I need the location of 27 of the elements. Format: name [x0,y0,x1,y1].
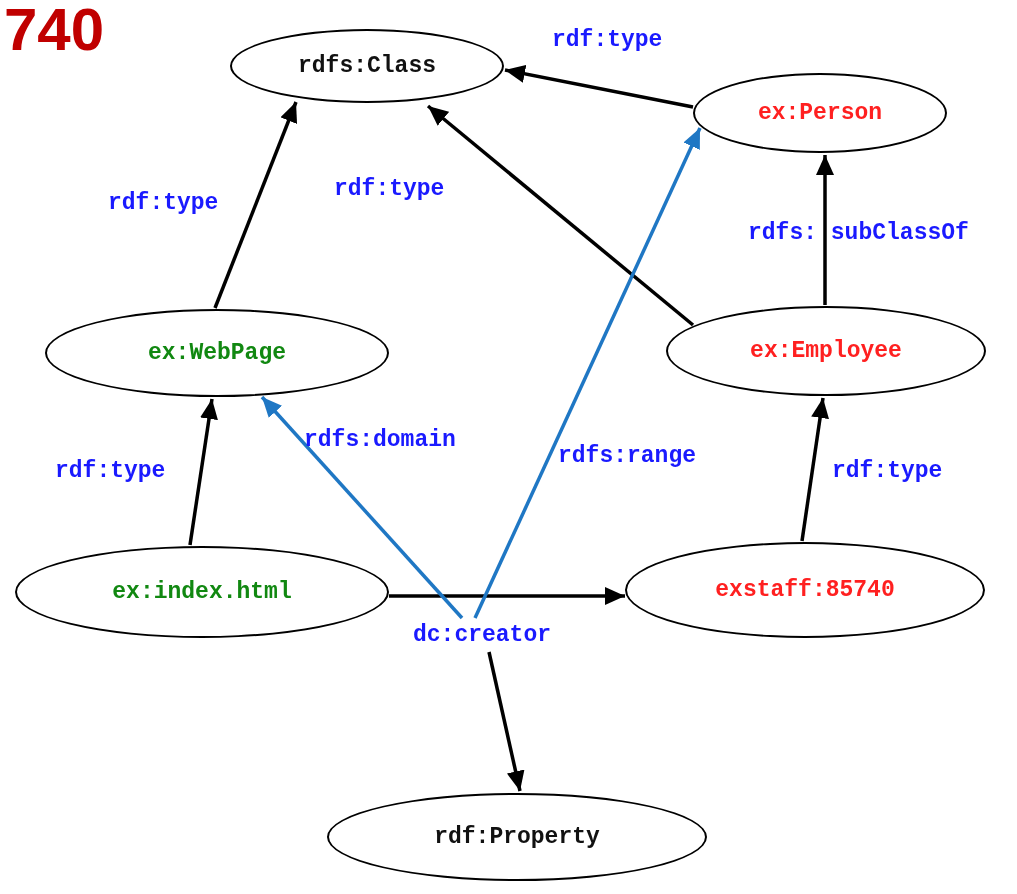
edge-label: rdf:type [552,26,663,54]
arrow [188,398,218,546]
edge-label: rdfs:domain [304,426,456,454]
arrow [213,101,298,309]
node-text: ex:Person [757,99,883,127]
arrow [389,587,625,605]
page-number: 740 [4,0,105,65]
edge-label: rdfs:range [558,442,697,470]
edge-label: rdfs: subClassOf [748,219,969,247]
edge-label: rdf:type [334,175,445,203]
arrow [473,127,702,619]
node-text: rdfs:Class [298,52,436,80]
arrow [426,104,695,327]
arrow [487,651,525,792]
node-text: ex:WebPage [148,339,286,367]
edge-label: rdf:type [108,189,219,217]
arrow [260,395,464,620]
node-text: dc:creator [413,621,551,649]
arrow [816,155,834,305]
node-text: rdf:Property [434,823,600,851]
edge-label: rdf:type [55,457,166,485]
node-text: ex:index.html [112,578,292,606]
node-text: exstaff:85740 [715,576,895,604]
arrow [504,65,694,109]
edge-label: rdf:type [832,457,943,485]
node-text: ex:Employee [750,337,902,365]
arrow [800,397,829,542]
